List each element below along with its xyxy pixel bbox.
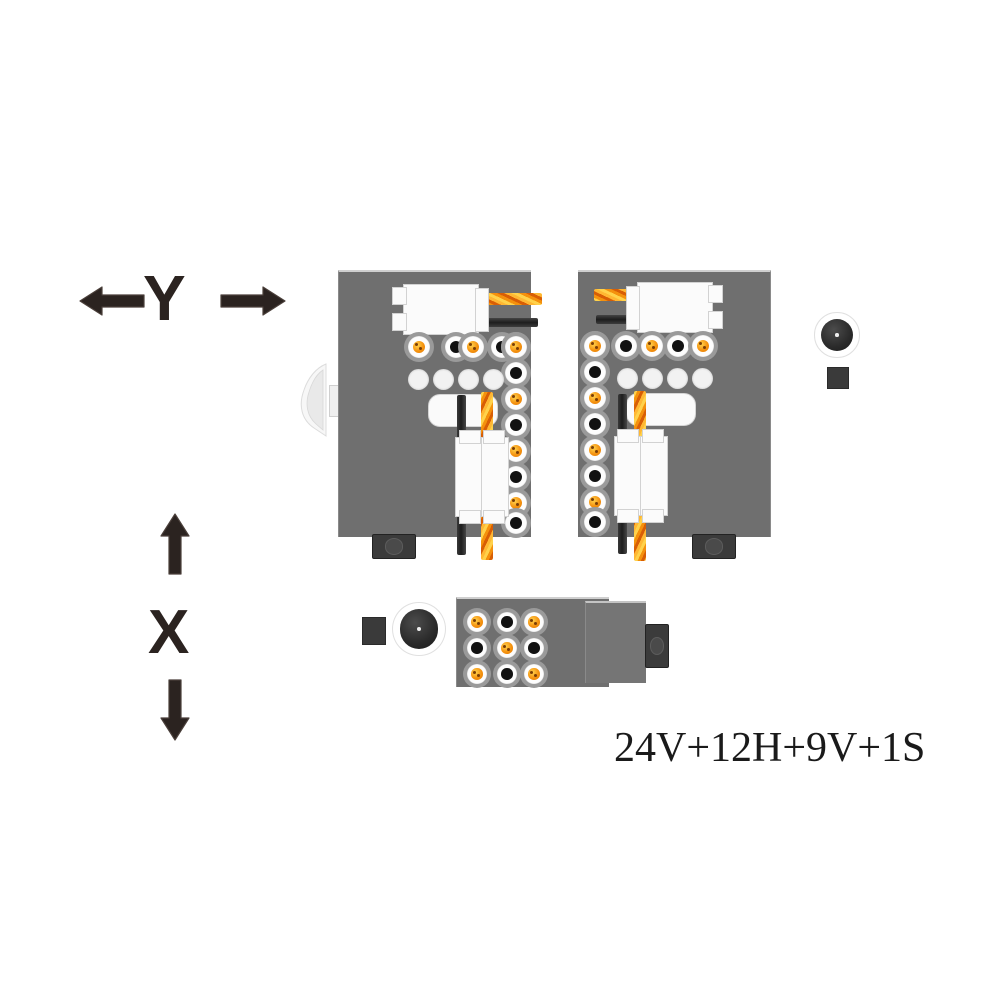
- right-module-connector-base: [617, 509, 639, 523]
- blank-hole: [642, 368, 663, 389]
- left-module-connector-cap: [483, 430, 505, 444]
- port-black[interactable]: [580, 409, 610, 439]
- port-orange[interactable]: [580, 331, 610, 361]
- port-black[interactable]: [520, 634, 548, 662]
- port-orange[interactable]: [520, 660, 548, 688]
- left-module-connector-base: [459, 510, 481, 524]
- port-black[interactable]: [580, 507, 610, 537]
- lens-outer-ring-icon: [814, 312, 860, 358]
- port-black[interactable]: [493, 660, 521, 688]
- left-module-top-orange-cable: [480, 293, 542, 305]
- port-black[interactable]: [463, 634, 491, 662]
- bottom-module-extension: [585, 601, 646, 683]
- right-module-connector-cap: [642, 429, 664, 443]
- port-black[interactable]: [663, 331, 693, 361]
- port-orange[interactable]: [404, 332, 434, 362]
- blank-hole: [408, 369, 429, 390]
- port-orange[interactable]: [520, 608, 548, 636]
- left-module-connector-right: [481, 437, 509, 517]
- port-black[interactable]: [493, 608, 521, 636]
- right-module-connector-base: [642, 509, 664, 523]
- port-orange[interactable]: [463, 608, 491, 636]
- bracket-clip-icon: [300, 363, 327, 437]
- blank-hole: [617, 368, 638, 389]
- port-orange[interactable]: [637, 331, 667, 361]
- port-orange[interactable]: [458, 332, 488, 362]
- arrow-down-icon: [160, 679, 190, 741]
- port-orange[interactable]: [501, 384, 531, 414]
- port-orange[interactable]: [580, 383, 610, 413]
- bottom-module-stem: [362, 617, 386, 645]
- lens-center-dot-icon: [835, 333, 839, 337]
- right-module-foot: [692, 534, 736, 559]
- x-axis-label: X: [148, 598, 189, 667]
- port-orange[interactable]: [463, 660, 491, 688]
- bottom-module-lens-body: [388, 596, 450, 662]
- port-orange[interactable]: [688, 331, 718, 361]
- left-module-top-connector-tab: [392, 287, 407, 305]
- right-module-connector-left: [614, 436, 642, 516]
- left-module-foot: [372, 534, 416, 559]
- left-module-top-connector-tab: [392, 313, 407, 331]
- left-module-connector-base: [483, 510, 505, 524]
- lens-icon: [399, 609, 439, 649]
- y-axis-label: Y: [143, 262, 186, 334]
- foot-lens-icon: [384, 538, 404, 555]
- port-black[interactable]: [501, 358, 531, 388]
- right-module-top-connector-end: [626, 286, 640, 330]
- left-module-connector-left: [455, 437, 483, 517]
- blank-hole: [667, 368, 688, 389]
- port-orange[interactable]: [493, 634, 521, 662]
- blank-hole: [692, 368, 713, 389]
- arrow-left-icon: [79, 286, 145, 316]
- port-black[interactable]: [580, 461, 610, 491]
- right-module-top-connector-tab: [708, 285, 723, 303]
- left-module-top-connector-end: [475, 288, 489, 332]
- port-black[interactable]: [501, 410, 531, 440]
- configuration-caption: 24V+12H+9V+1S: [614, 725, 926, 771]
- right-module-connector-right: [640, 436, 668, 516]
- lens-module-stem: [827, 367, 849, 389]
- right-module-top-connector-tab: [708, 311, 723, 329]
- lens-center-dot-icon: [416, 626, 422, 632]
- right-module-top-dark-cable: [596, 315, 654, 324]
- arrow-up-icon: [160, 513, 190, 575]
- blank-hole: [458, 369, 479, 390]
- bottom-module-end-connector: [645, 624, 669, 668]
- left-module-top-dark-cable: [480, 318, 538, 327]
- right-module-connector-cap: [617, 429, 639, 443]
- port-orange[interactable]: [501, 332, 531, 362]
- right-module-top-connector: [637, 282, 713, 333]
- left-module-top-connector: [403, 284, 479, 335]
- port-black[interactable]: [611, 331, 641, 361]
- arrow-right-icon: [220, 286, 286, 316]
- blank-hole: [483, 369, 504, 390]
- port-black[interactable]: [580, 357, 610, 387]
- foot-lens-icon: [704, 538, 724, 555]
- left-module-connector-cap: [459, 430, 481, 444]
- port-orange[interactable]: [580, 435, 610, 465]
- lens-module-body: [805, 303, 869, 367]
- blank-hole: [433, 369, 454, 390]
- end-connector-lens-icon: [649, 637, 665, 655]
- lens-outer-ring-icon: [391, 601, 447, 657]
- lens-icon: [820, 318, 854, 352]
